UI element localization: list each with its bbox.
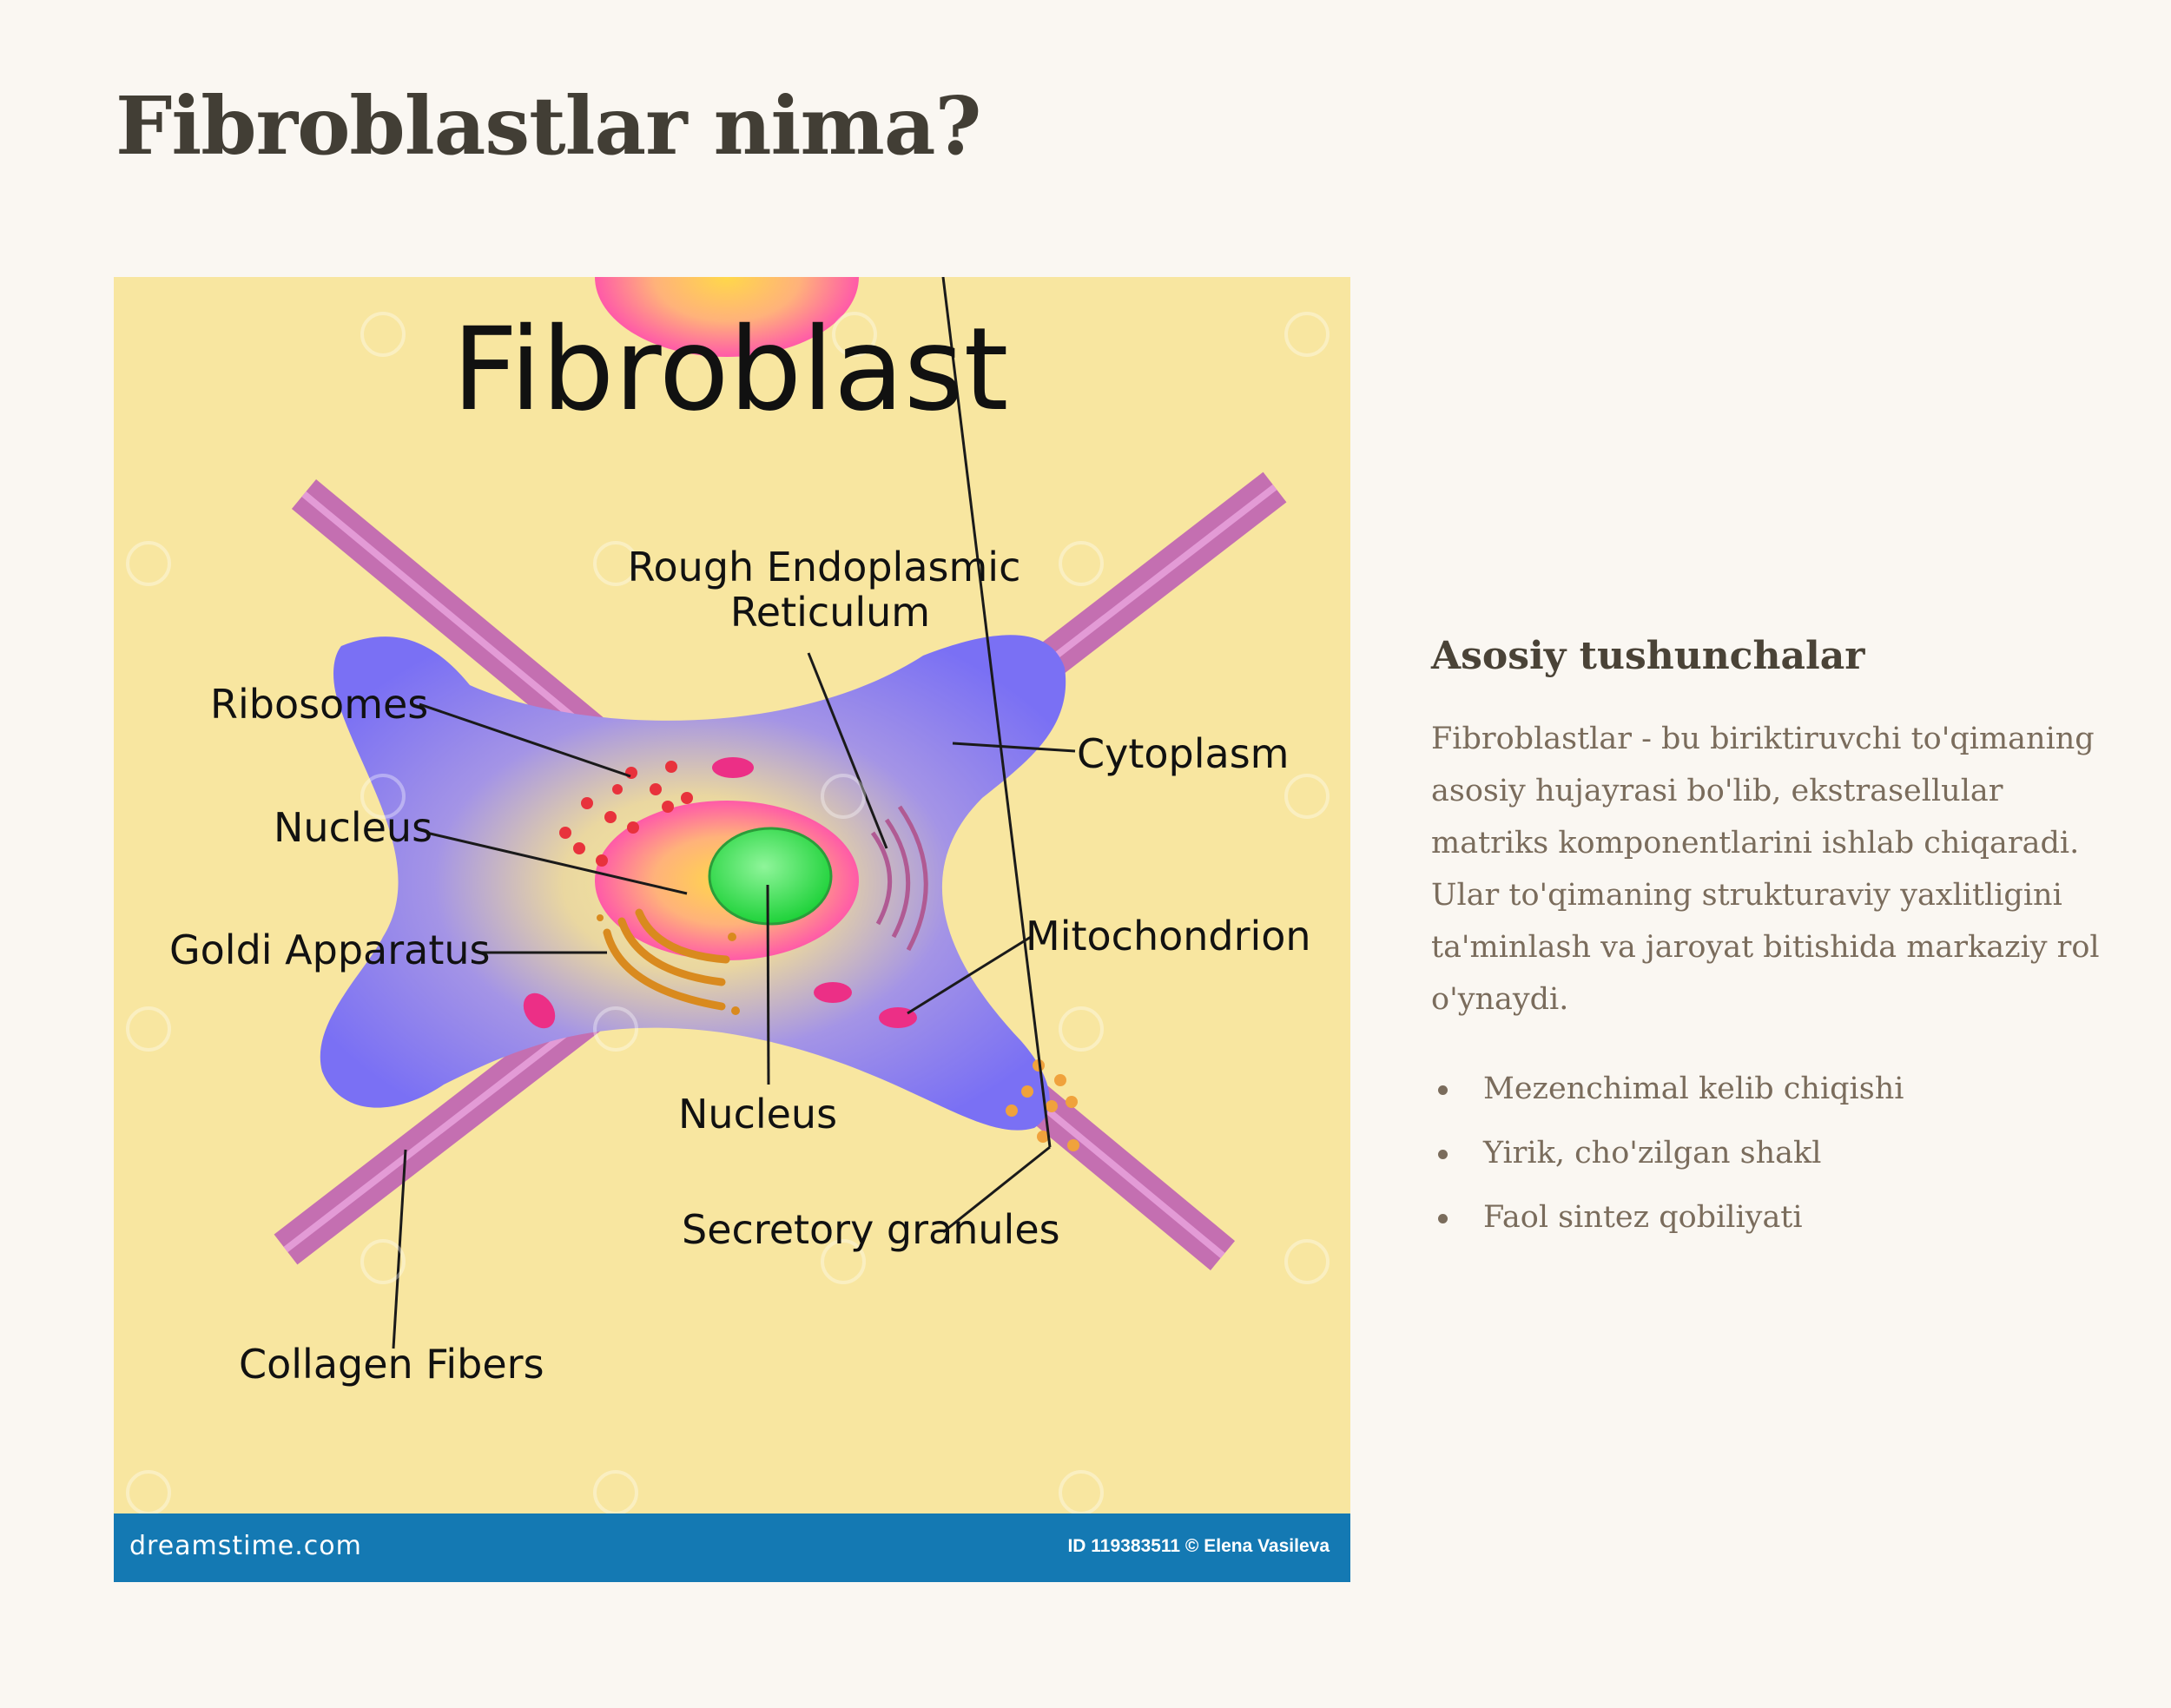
fibroblast-diagram: Fibroblast Rough Endoplasmic Reticulum R… [114,277,1350,1582]
diagram-title: Fibroblast [452,303,1009,437]
page-title: Fibroblastlar nima? [115,79,981,173]
bullet-icon [1438,1085,1448,1095]
list-item: Yirik, cho'zilgan shakl [1431,1121,2108,1185]
footer-credit: ID 119383511 © Elena Vasileva [1067,1536,1330,1556]
label-ribosomes: Ribosomes [210,681,428,728]
label-nucleus-left: Nucleus [274,804,432,851]
nucleolus [708,827,833,926]
label-rough-er-2: Reticulum [730,589,930,636]
list-item-text: Yirik, cho'zilgan shakl [1483,1136,1822,1171]
label-cytoplasm: Cytoplasm [1077,730,1289,777]
key-concepts-heading: Asosiy tushunchalar [1431,634,1865,678]
ribosomes [559,761,693,867]
label-golgi: Goldi Apparatus [169,927,490,973]
bullet-icon [1438,1150,1448,1159]
label-nucleus-bottom: Nucleus [678,1091,837,1138]
mitochondria [523,757,917,1029]
key-concepts-list: Mezenchimal kelib chiqishi Yirik, cho'zi… [1431,1057,2108,1250]
key-concepts-body: Fibroblastlar - bu biriktiruvchi to'qima… [1431,722,2100,1017]
label-secretory: Secretory granules [682,1206,1060,1253]
diagram-svg: Fibroblast Rough Endoplasmic Reticulum R… [126,277,1330,1513]
nucleus-envelope [595,277,859,357]
watermark-swirls [126,312,1330,1513]
list-item: Faol sintez qobiliyati [1431,1185,2108,1250]
label-mitochondrion: Mitochondrion [1026,913,1311,960]
list-item-text: Mezenchimal kelib chiqishi [1483,1072,1904,1106]
figure-footer: dreamstime.com ID 119383511 © Elena Vasi… [114,1513,1350,1582]
golgi-apparatus [597,908,740,1015]
list-item-text: Faol sintez qobiliyati [1483,1200,1803,1235]
rough-er [870,805,928,952]
bullet-icon [1438,1214,1448,1223]
label-rough-er-1: Rough Endoplasmic [628,544,1021,590]
leader-lines [392,277,1076,1349]
label-collagen: Collagen Fibers [239,1341,544,1388]
key-concepts-panel: Asosiy tushunchalar Fibroblastlar - bu b… [1431,634,2108,1250]
footer-logo: dreamstime.com [129,1531,362,1561]
list-item: Mezenchimal kelib chiqishi [1431,1057,2108,1121]
